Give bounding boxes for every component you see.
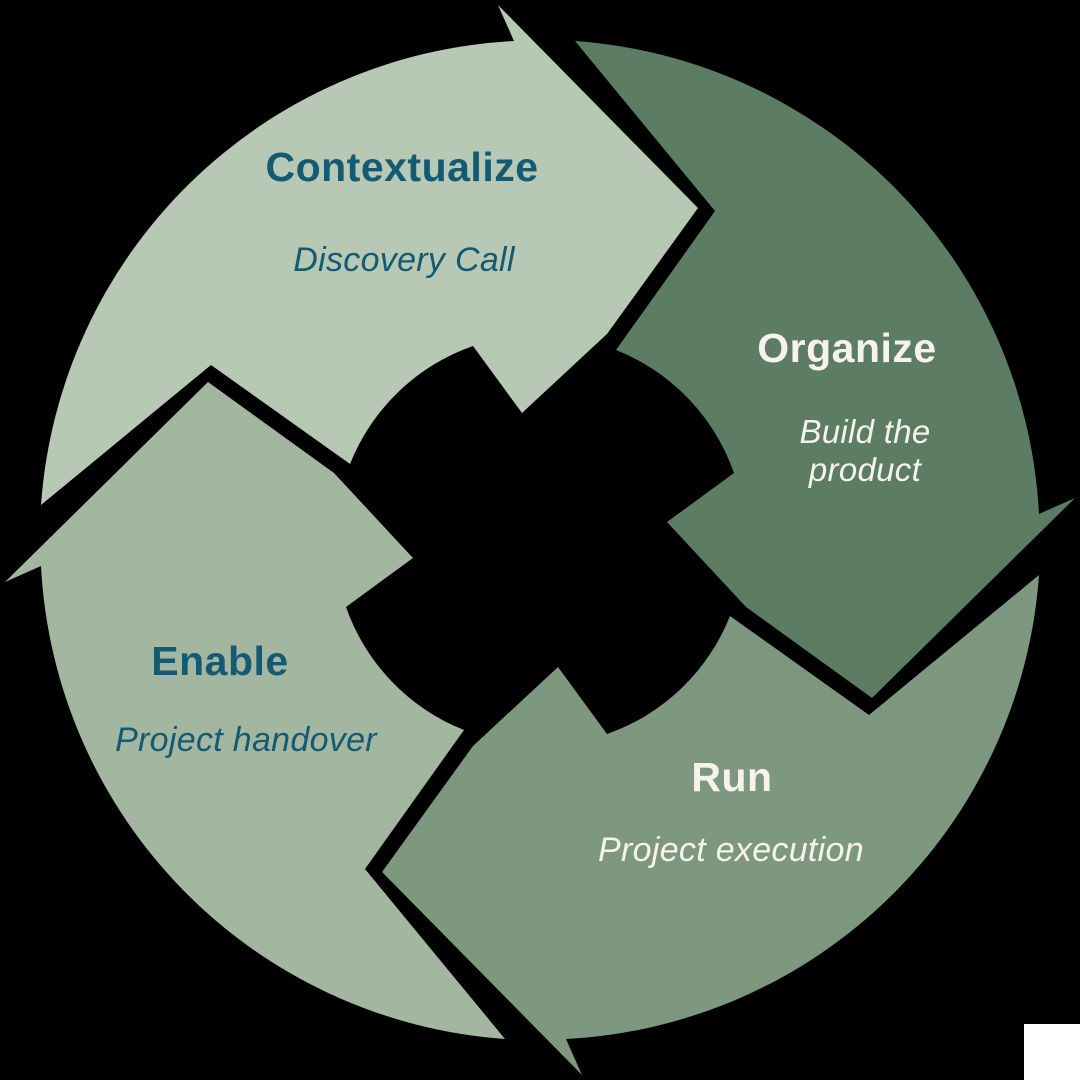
step-organize-subtitle-line2: product: [808, 451, 923, 488]
step-run-subtitle: Project execution: [598, 831, 864, 869]
arrow-enable: [5, 382, 505, 1039]
corner-square: [1024, 1024, 1080, 1080]
arrow-run: [382, 575, 1039, 1075]
step-organize-title: Organize: [757, 325, 936, 371]
step-contextualize-subtitle: Discovery Call: [293, 241, 516, 279]
step-run-title: Run: [691, 754, 772, 800]
step-enable-subtitle: Project handover: [115, 721, 378, 759]
step-enable-title: Enable: [151, 638, 288, 684]
step-organize-subtitle-line1: Build the: [799, 413, 930, 450]
step-contextualize-title: Contextualize: [265, 144, 538, 190]
